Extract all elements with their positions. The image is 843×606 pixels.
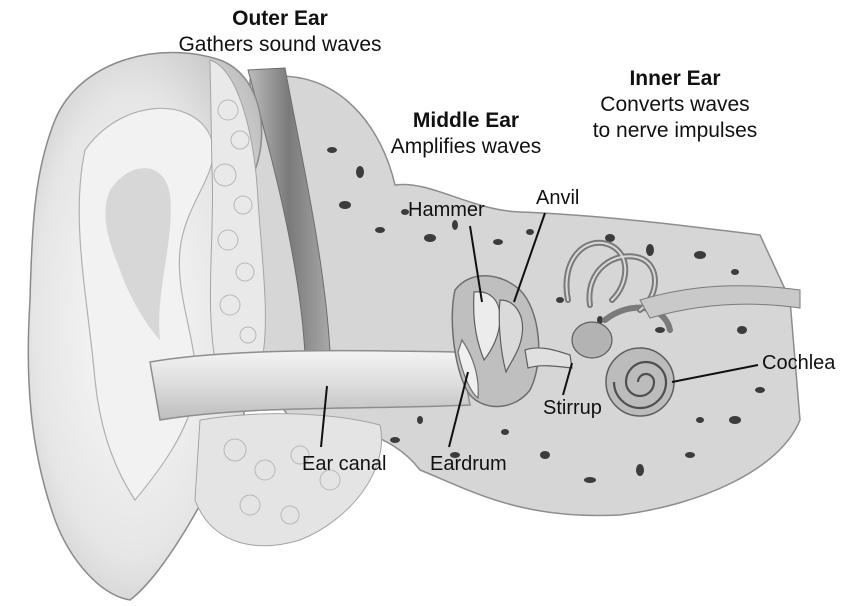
lower-tissue [195,414,382,546]
middle-ear-desc: Amplifies waves [366,134,566,160]
inner-ear-title: Inner Ear [570,66,780,92]
middle-ear-title: Middle Ear [366,108,566,134]
outer-ear-title: Outer Ear [155,6,405,32]
inner-ear-label: Inner Ear Converts waves to nerve impuls… [570,66,780,144]
stirrup-label: Stirrup [543,397,602,420]
inner-ear-desc-line2: to nerve impulses [570,118,780,144]
cochlea-label: Cochlea [762,352,835,375]
eardrum-label: Eardrum [430,453,507,476]
ear-canal-label: Ear canal [302,453,387,476]
hammer-label: Hammer [408,199,485,222]
cochlea-spiral [606,348,674,416]
vestibule [572,322,612,358]
middle-ear-label: Middle Ear Amplifies waves [366,108,566,160]
anvil-label: Anvil [536,187,579,210]
outer-ear-desc: Gathers sound waves [155,32,405,58]
outer-ear-label: Outer Ear Gathers sound waves [155,6,405,58]
inner-ear-desc-line1: Converts waves [570,92,780,118]
